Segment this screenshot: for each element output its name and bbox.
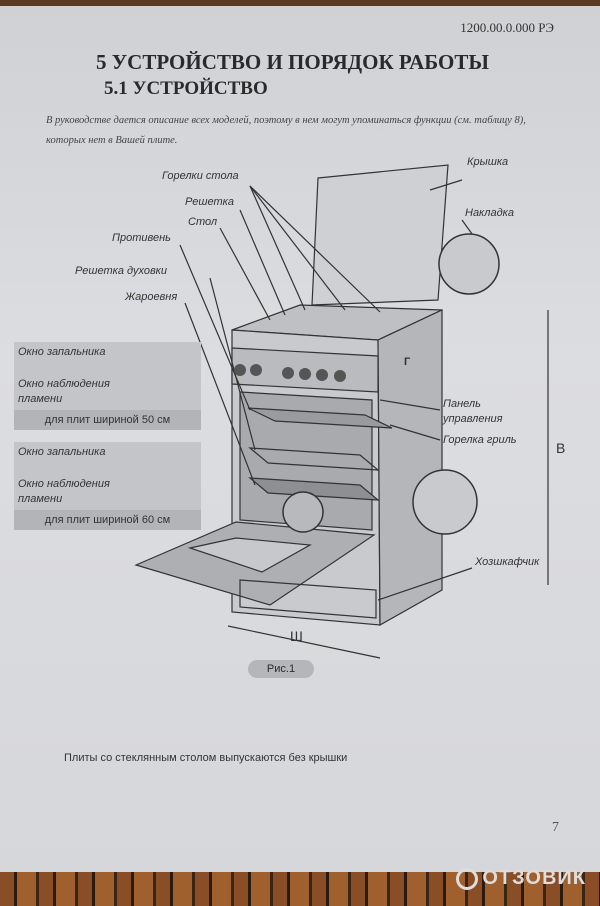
label-grill: Горелка гриль	[443, 434, 517, 446]
label-cabinet: Хозшкафчик	[475, 556, 540, 568]
flame-window-label: Окно наблюдения	[18, 478, 110, 490]
label-panel: Панель	[443, 398, 481, 410]
label-tray: Противень	[112, 232, 171, 244]
section-heading: 5 УСТРОЙСТВО И ПОРЯДОК РАБОТЫ	[96, 50, 489, 74]
label-cover: Накладка	[465, 207, 514, 219]
label-table: Стол	[188, 216, 218, 228]
subsection-heading: 5.1 УСТРОЙСТВО	[104, 78, 268, 99]
flame-window-label-2: пламени	[18, 393, 63, 405]
flame-window-label: Окно наблюдения	[18, 378, 110, 390]
label-panel-2: управления	[443, 413, 503, 425]
label-lid: Крышка	[467, 156, 509, 168]
label-burners: Горелки стола	[162, 170, 239, 182]
watermark-logo: ОТЗОВИК	[456, 866, 586, 890]
inset-caption: для плит шириной 60 см	[14, 510, 201, 530]
label-dimension-v: В	[556, 440, 566, 456]
intro-paragraph: В руководстве дается описание всех модел…	[46, 115, 526, 146]
note-text: Плиты со стеклянным столом выпускаются б…	[64, 752, 348, 764]
logo-icon	[456, 867, 479, 890]
label-dimension-g: Г	[404, 356, 411, 368]
inset-caption: для плит шириной 50 см	[14, 410, 201, 430]
page-number: 7	[552, 820, 559, 835]
label-oven-rack: Решетка духовки	[75, 265, 167, 277]
igniter-window-label: Окно запальника	[18, 446, 106, 458]
inset-60cm: Окно запальника Окно наблюдения пламени …	[14, 442, 201, 530]
watermark-text: ОТЗОВИК	[482, 867, 586, 889]
flame-window-label-2: пламени	[18, 493, 63, 505]
label-roaster: Жароевня	[125, 291, 178, 303]
figure-caption: Рис.1	[248, 660, 314, 678]
inset-50cm: Окно запальника Окно наблюдения пламени …	[14, 342, 201, 430]
label-grate: Решетка	[185, 196, 234, 208]
label-dimension-sh: Ш	[290, 628, 303, 644]
wooden-table-background	[0, 872, 600, 906]
igniter-window-label: Окно запальника	[18, 346, 106, 358]
document-number: 1200.00.0.000 РЭ	[460, 20, 554, 35]
